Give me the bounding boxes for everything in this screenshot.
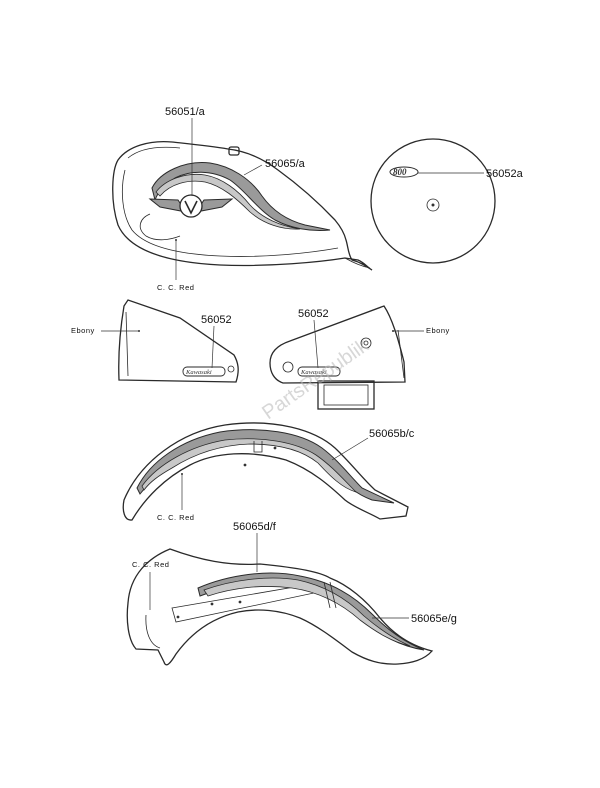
right-side-cover[interactable]: Kawasaki: [269, 305, 406, 410]
label-56052-left: 56052: [201, 314, 232, 326]
emblem-800-text: 800: [393, 167, 407, 177]
label-56052a: 56052a: [486, 168, 524, 180]
rear-fender[interactable]: [126, 548, 434, 666]
label-56065df: 56065d/f: [233, 521, 277, 533]
left-emblem-text: Kawasaki: [185, 369, 212, 376]
front-fender[interactable]: [122, 422, 409, 521]
left-kawasaki-emblem: Kawasaki: [182, 366, 226, 377]
left-side-cover[interactable]: Kawasaki: [118, 299, 239, 383]
tank-color-label: C. C. Red: [157, 283, 194, 292]
label-56052-right: 56052: [298, 308, 329, 320]
fuel-tank[interactable]: [112, 140, 373, 271]
label-56051a: 56051/a: [165, 106, 206, 118]
800-emblem: 800: [389, 166, 419, 178]
right-kawasaki-emblem: Kawasaki: [297, 366, 341, 377]
left-color-label: Ebony: [71, 326, 95, 335]
right-emblem-text: Kawasaki: [300, 369, 327, 376]
label-56065eg: 56065e/g: [411, 613, 457, 625]
front-fender-color-label: C. C. Red: [157, 513, 194, 522]
air-cleaner-cover[interactable]: 800: [370, 138, 496, 264]
label-56065bc: 56065b/c: [369, 428, 415, 440]
tank-stripe-decal: [151, 162, 331, 231]
label-56065a: 56065/a: [265, 158, 306, 170]
rear-fender-color-label: C. C. Red: [132, 560, 169, 569]
right-color-label: Ebony: [426, 326, 450, 335]
tank-wing-emblem: [148, 194, 234, 218]
